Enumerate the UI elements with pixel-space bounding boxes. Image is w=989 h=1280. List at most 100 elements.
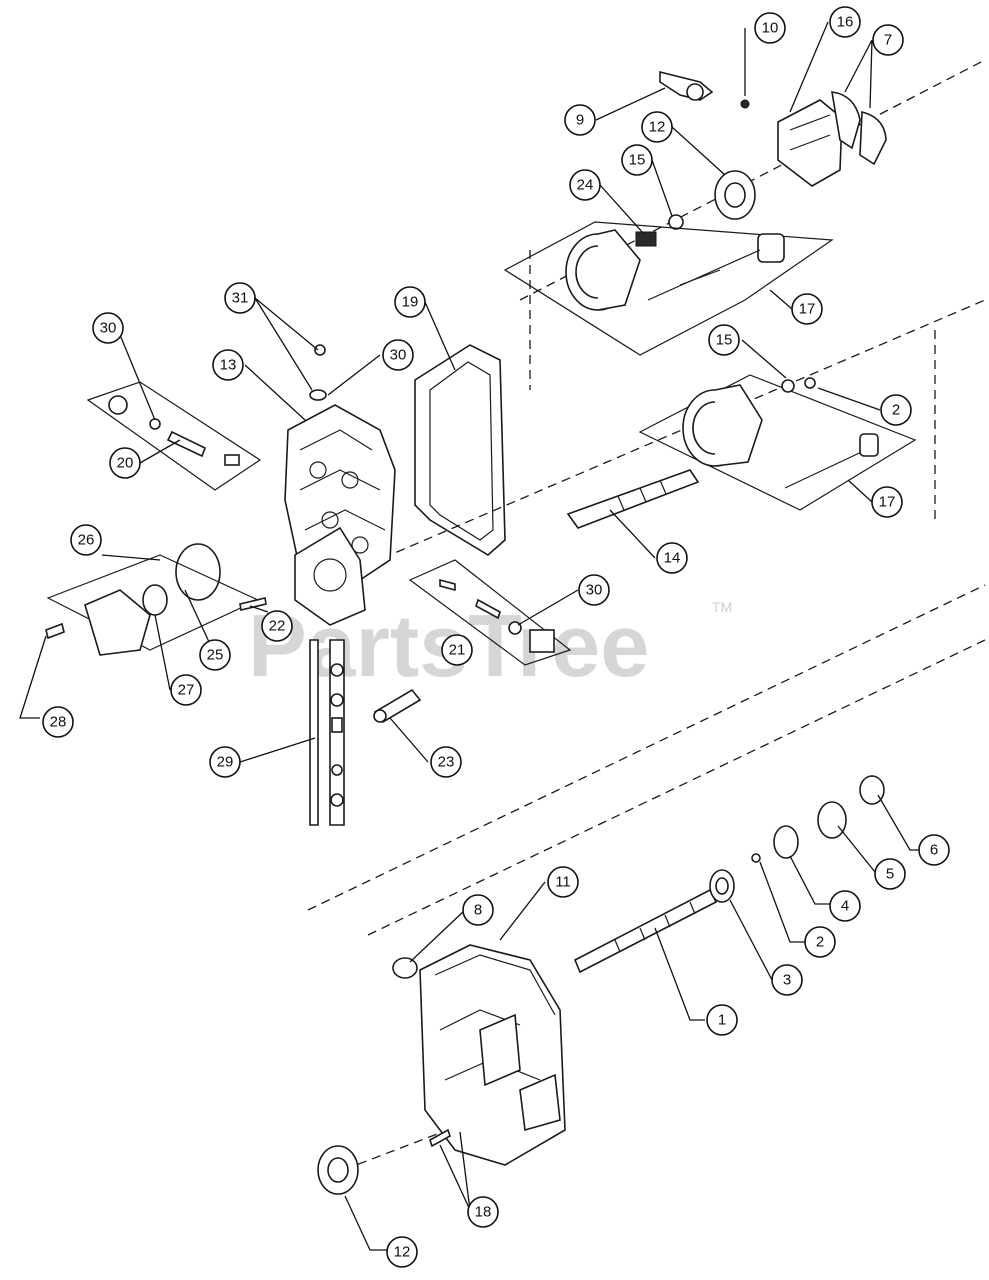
leader-line — [139, 439, 181, 464]
svg-text:7: 7 — [884, 32, 892, 49]
seal — [817, 801, 847, 839]
screw — [45, 622, 65, 640]
swash-plate — [777, 99, 843, 187]
leader-line — [101, 554, 161, 561]
bearing — [709, 869, 735, 903]
leader-line — [117, 329, 156, 421]
svg-text:27: 27 — [178, 682, 195, 699]
leader-line — [254, 297, 319, 391]
callout-10: 10 — [754, 12, 786, 44]
svg-text:17: 17 — [879, 494, 896, 511]
control-arm — [659, 70, 714, 101]
leader-line — [654, 927, 705, 1021]
thrust-bearing — [831, 91, 887, 166]
svg-text:18: 18 — [475, 1204, 492, 1221]
callout-12: 12 — [386, 1236, 418, 1268]
leader-line — [595, 87, 666, 121]
leader-line — [847, 479, 873, 503]
callout-30: 30 — [382, 339, 414, 371]
leader-line — [844, 39, 873, 109]
svg-text:26: 26 — [78, 532, 95, 549]
dowel-pin — [429, 1128, 451, 1148]
pump-shaft — [573, 888, 718, 974]
bearing — [317, 1145, 359, 1195]
svg-text:31: 31 — [232, 290, 249, 307]
svg-text:2: 2 — [816, 934, 824, 951]
svg-text:30: 30 — [586, 582, 603, 599]
leader-line — [817, 387, 881, 411]
callout-19: 19 — [394, 286, 426, 318]
callout-23: 23 — [430, 746, 462, 778]
leader-line — [499, 881, 546, 941]
spring — [635, 231, 657, 247]
check-valve-kit — [408, 559, 572, 666]
svg-text:13: 13 — [220, 357, 237, 374]
callout-14: 14 — [656, 542, 688, 574]
svg-text:6: 6 — [930, 842, 938, 859]
leader-line — [837, 825, 876, 873]
leader-line — [517, 589, 579, 626]
svg-text:17: 17 — [799, 301, 816, 318]
callout-16: 16 — [829, 6, 861, 38]
callout-30: 30 — [578, 574, 610, 606]
leader-line — [789, 21, 829, 113]
svg-text:12: 12 — [394, 1244, 411, 1261]
plug — [314, 344, 326, 356]
leader-line — [19, 635, 47, 719]
callout-3: 3 — [771, 964, 803, 996]
leader-line — [609, 509, 656, 559]
bypass-rod — [309, 639, 345, 826]
svg-text:24: 24 — [577, 177, 594, 194]
callout-8: 8 — [462, 894, 494, 926]
callout-29: 29 — [209, 746, 241, 778]
leader-line — [599, 184, 645, 235]
pump-housing — [419, 944, 566, 1166]
leader-line — [249, 605, 269, 613]
plug — [392, 957, 418, 979]
callout-21: 21 — [441, 634, 473, 666]
svg-text:9: 9 — [576, 112, 584, 129]
axis-line — [519, 59, 986, 301]
leader-line — [651, 159, 673, 217]
callout-7: 7 — [872, 24, 904, 56]
retaining-ring — [859, 775, 885, 805]
callout-18: 18 — [467, 1196, 499, 1228]
callout-11: 11 — [547, 866, 579, 898]
o-ring — [309, 389, 327, 401]
svg-text:10: 10 — [762, 20, 779, 37]
callout-17: 17 — [871, 486, 903, 518]
charge-pump-body — [294, 526, 366, 626]
svg-text:23: 23 — [438, 754, 455, 771]
svg-text:4: 4 — [841, 898, 849, 915]
leader-line — [424, 301, 456, 371]
leader-line — [409, 909, 466, 963]
bolt — [373, 688, 422, 724]
svg-text:12: 12 — [649, 119, 666, 136]
svg-text:5: 5 — [886, 866, 894, 883]
washer — [740, 99, 750, 109]
svg-text:29: 29 — [217, 754, 234, 771]
cylinder-kit-panel — [638, 374, 917, 511]
axis-line — [354, 299, 986, 571]
callout-31: 31 — [224, 282, 256, 314]
callout-13: 13 — [212, 349, 244, 381]
callout-25: 25 — [199, 639, 231, 671]
washer — [751, 853, 761, 863]
leader-line — [671, 126, 726, 176]
svg-text:21: 21 — [449, 642, 466, 659]
callout-20: 20 — [109, 447, 141, 479]
svg-text:1: 1 — [718, 1012, 726, 1029]
bearing — [714, 170, 756, 220]
svg-text:19: 19 — [402, 294, 419, 311]
dowel-pin — [239, 597, 267, 611]
callout-27: 27 — [170, 674, 202, 706]
callout-12: 12 — [641, 111, 673, 143]
svg-text:15: 15 — [629, 152, 646, 169]
gasket — [414, 344, 506, 556]
charge-pump-cover-panel — [46, 543, 260, 656]
callout-15: 15 — [708, 324, 740, 356]
motor-shaft — [566, 469, 700, 529]
svg-text:16: 16 — [837, 14, 854, 31]
callout-1: 1 — [706, 1004, 738, 1036]
